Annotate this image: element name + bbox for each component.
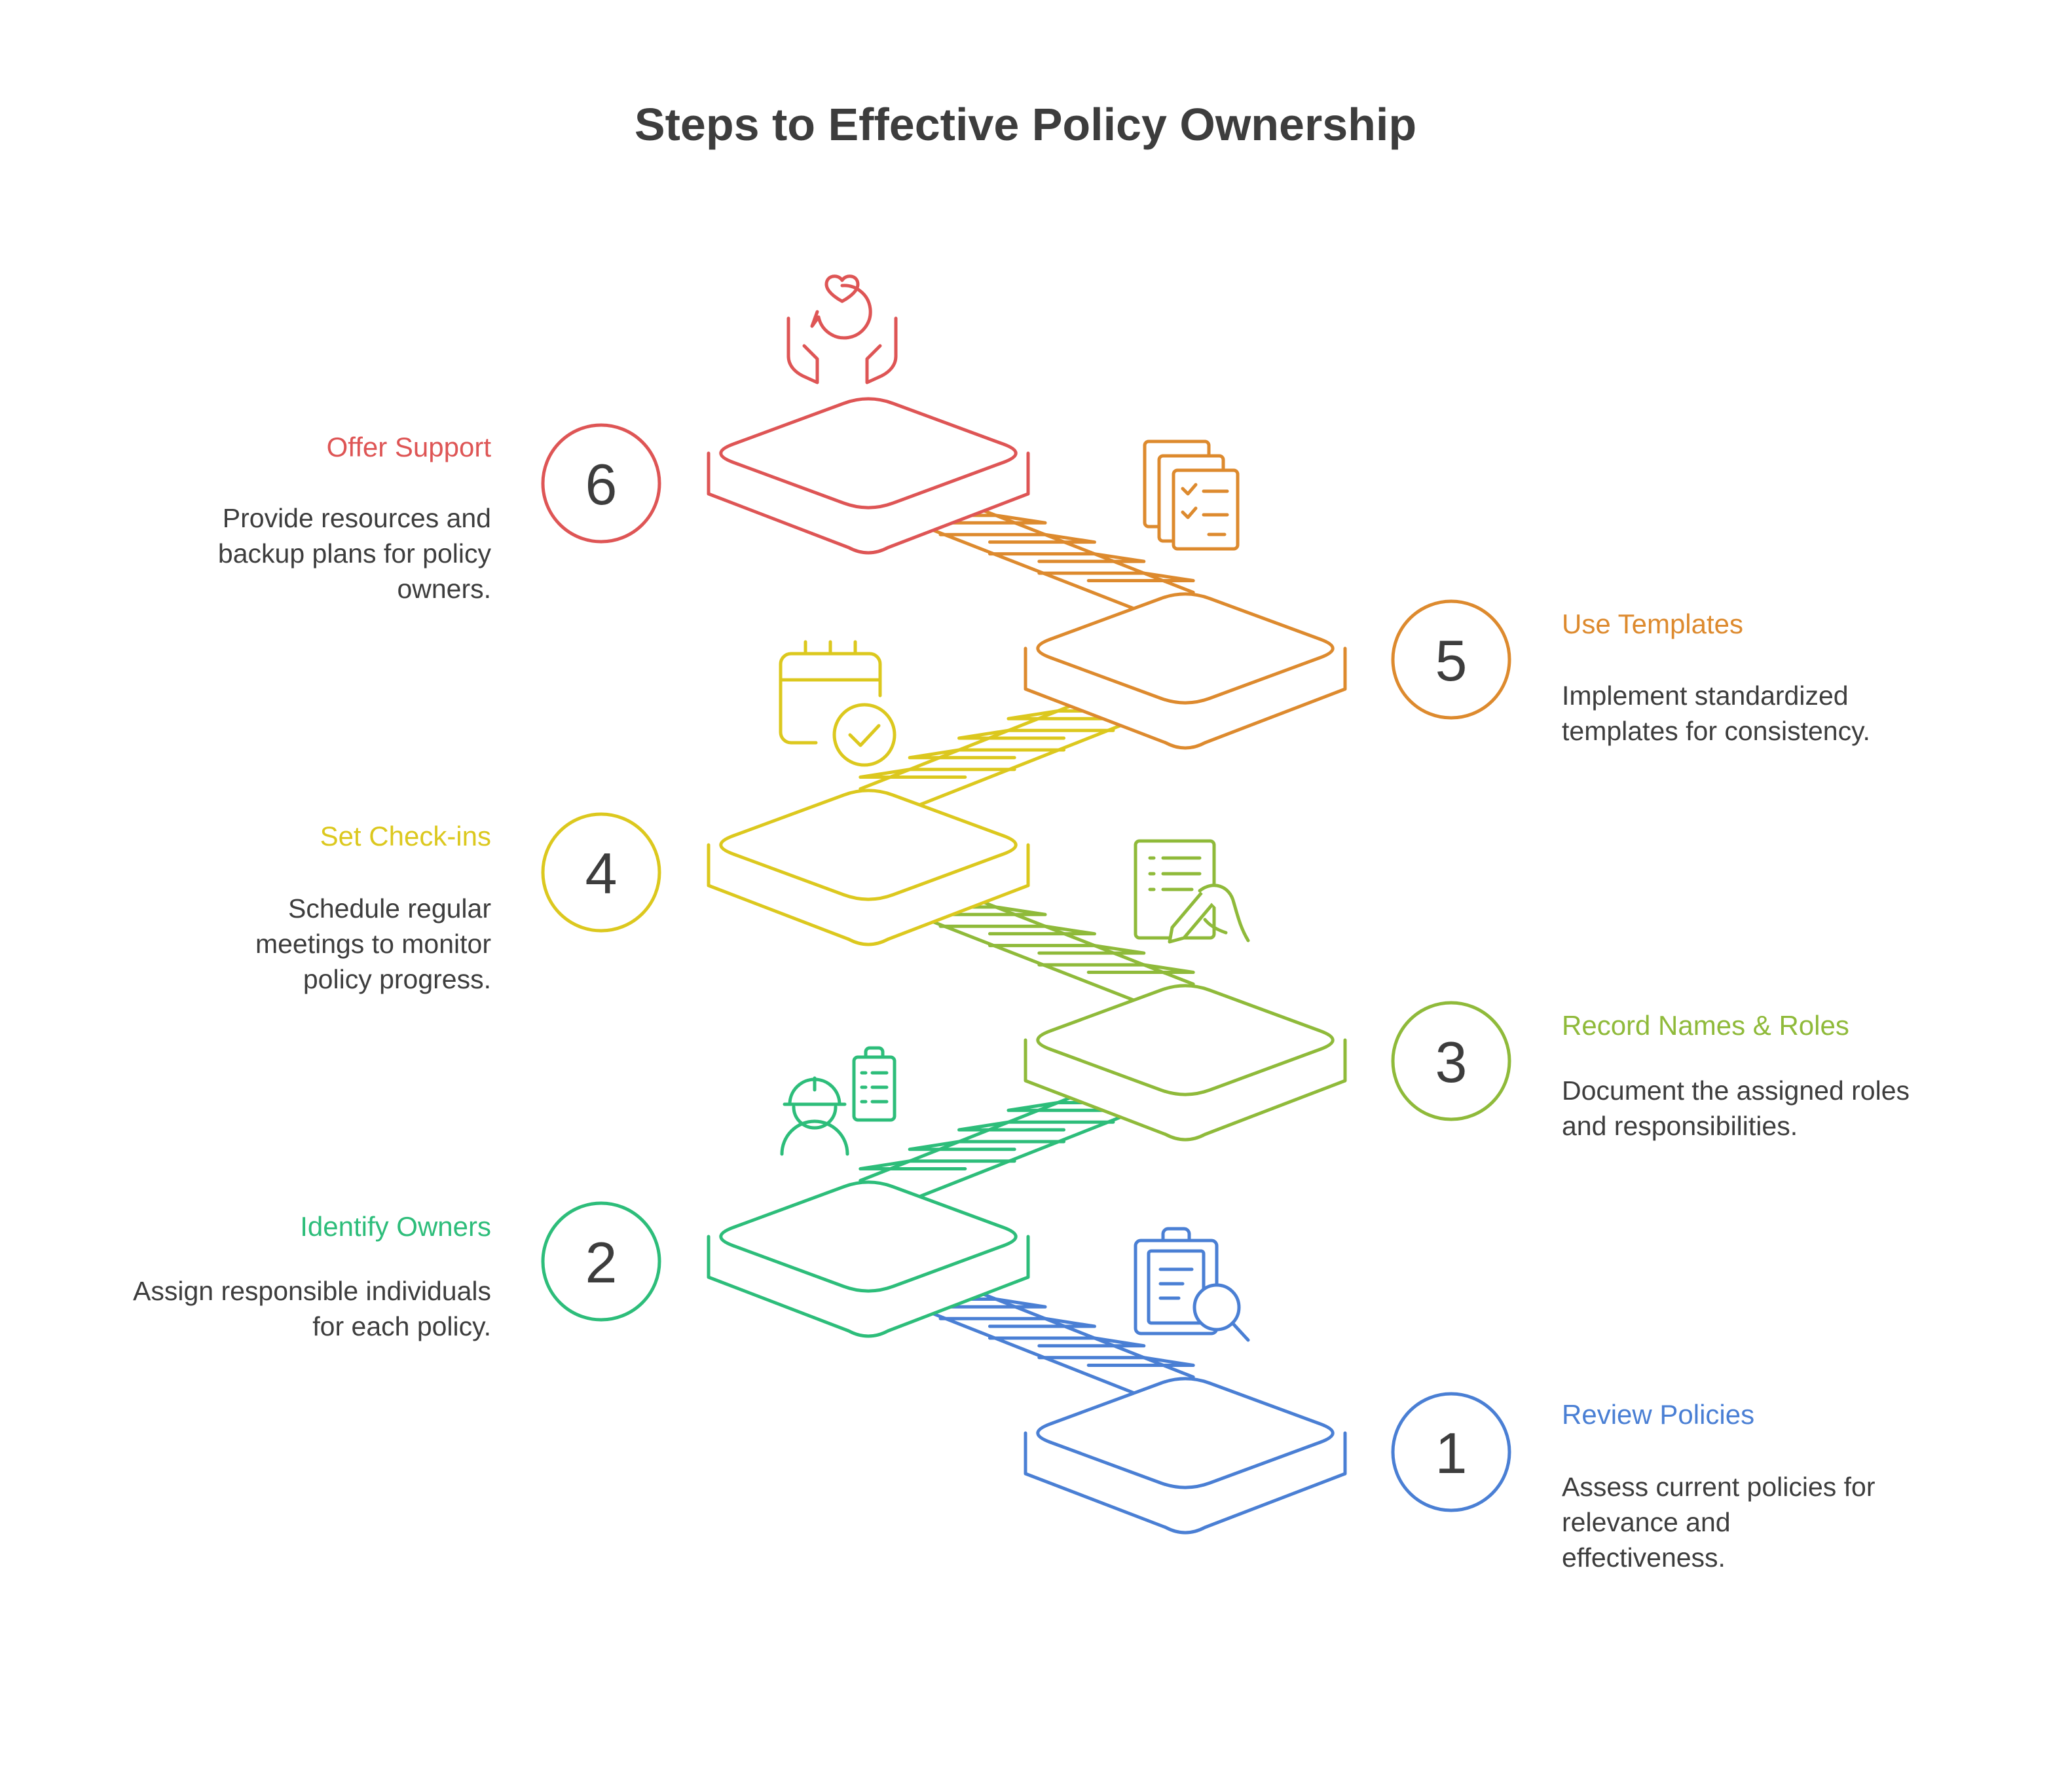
step-5-description: Implement standardized templates for con… [1562,681,1870,746]
step-1-title: Review Policies [1562,1399,1755,1430]
step-2-description: Assign responsible individuals for each … [133,1276,491,1341]
page-title: Steps to Effective Policy Ownership [634,99,1417,150]
step-6-description: Provide resources and backup plans for p… [217,503,491,604]
hands-heart-icon [786,274,898,384]
step-2-badge: 2 [541,1201,661,1322]
stairs-5-to-6-step-4 [938,532,1096,544]
step-3-number: 3 [1435,1030,1468,1094]
platform-step-4-top [719,789,1018,901]
step-2-title: Identify Owners [300,1211,491,1242]
stairs-2-to-3-step-5 [908,1140,1066,1151]
stairs-3-to-4-step-6 [1037,963,1195,974]
stairs-4-to-5-step-6 [859,768,1016,779]
platform-step-6 [707,397,1030,555]
step-platforms [707,397,1347,1535]
step-1-description: Assess current policies for relevance an… [1562,1472,1875,1573]
step-6-title: Offer Support [326,432,491,462]
stairs-3-to-4-step-4 [938,924,1096,936]
document-sign-icon [1134,839,1250,944]
step-4-title: Set Check-ins [320,821,491,851]
platform-step-1 [1024,1377,1347,1535]
step-4-circle [541,812,661,933]
stairs-1-to-2-step-4 [938,1316,1096,1328]
step-5-circle [1391,599,1511,720]
step-2-number: 2 [585,1230,618,1295]
platform-step-3 [1024,984,1347,1142]
step-4-description: Schedule regular meetings to monitor pol… [255,893,491,994]
step-4-number: 4 [585,841,618,906]
step-6-circle [541,423,661,544]
step-5-badge: 5 [1391,599,1511,720]
step-1-number: 1 [1435,1421,1468,1485]
platform-step-5-top [1036,592,1335,705]
platform-step-6-top [719,397,1018,510]
stairs-2-to-3-step-6 [859,1159,1016,1170]
platform-step-2 [707,1180,1030,1338]
stairs-3-to-4-step-5 [988,944,1146,955]
step-6-badge: 6 [541,423,661,544]
step-1-circle [1391,1392,1511,1512]
stairs-1-to-2-step-6 [1037,1356,1195,1367]
stairs-5-to-6-step-6 [1037,571,1195,582]
worker-checklist-icon [780,1046,896,1156]
stairs-2-to-3-step-4 [957,1120,1115,1132]
step-3-circle [1391,1001,1511,1121]
calendar-check-icon [779,640,896,767]
step-2-circle [541,1201,661,1322]
step-5-title: Use Templates [1562,608,1744,639]
platform-step-3-top [1036,984,1335,1096]
clipboard-search-icon [1134,1227,1250,1342]
stairs-4-to-5-step-5 [908,748,1066,760]
step-3-badge: 3 [1391,1001,1511,1121]
step-1-badge: 1 [1391,1392,1511,1512]
step-6-number: 6 [585,452,618,517]
stacked-checklist-icon [1143,439,1240,551]
step-3-title: Record Names & Roles [1562,1010,1849,1041]
step-4-badge: 4 [541,812,661,933]
stairs-5-to-6-step-5 [988,552,1146,563]
platform-step-2-top [719,1180,1018,1293]
step-3-description: Document the assigned roles and responsi… [1562,1075,1910,1141]
stairs-1-to-2-step-5 [988,1336,1146,1348]
platform-step-5 [1024,592,1347,750]
platform-step-1-top [1036,1377,1335,1489]
step-5-number: 5 [1435,628,1468,693]
stairs-4-to-5-step-4 [957,728,1115,740]
platform-step-4 [707,789,1030,946]
